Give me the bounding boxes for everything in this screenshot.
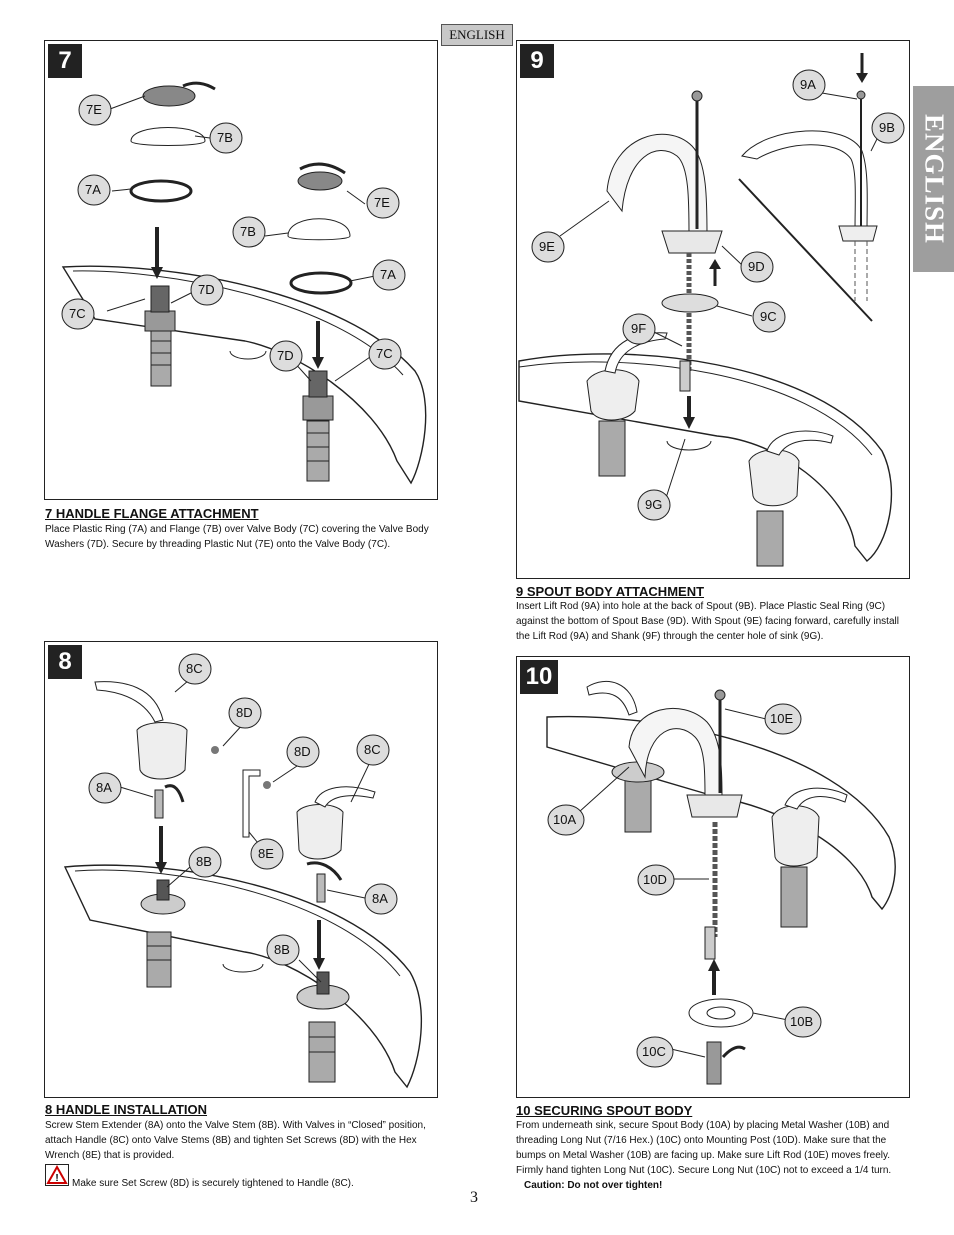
callout-label-7C: 7C bbox=[69, 306, 86, 321]
callout-label-10A: 10A bbox=[553, 812, 577, 827]
side-language-tab-label: ENGLISH bbox=[919, 113, 949, 245]
callout-label-7D: 7D bbox=[198, 282, 215, 297]
step-8-illustration: 8 bbox=[44, 641, 438, 1098]
step-9-illustration: 9 bbox=[516, 40, 910, 579]
callout-10B bbox=[784, 1006, 822, 1038]
callout-label-10B: 10B bbox=[790, 1014, 814, 1029]
callout-label-8B: 8B bbox=[196, 854, 212, 869]
callout-7A-right bbox=[372, 259, 406, 291]
step-10-caution: Caution: Do not over tighten! bbox=[524, 1180, 663, 1191]
callout-8D-right bbox=[286, 736, 320, 768]
callout-7A bbox=[77, 174, 111, 206]
callout-9F bbox=[622, 313, 656, 345]
step-7-drawing bbox=[61, 81, 427, 485]
callout-8B bbox=[188, 846, 222, 878]
step-8-drawing bbox=[63, 674, 423, 1089]
step-10-callouts bbox=[547, 703, 822, 1068]
step-10-drawing bbox=[546, 680, 896, 1085]
step-8-number: 8 bbox=[48, 645, 82, 679]
callout-7E bbox=[78, 94, 112, 126]
step-10-heading: 10 SECURING SPOUT BODY bbox=[516, 1103, 693, 1118]
callout-label-8D-right: 8D bbox=[294, 744, 311, 759]
callout-label-7B-right: 7B bbox=[240, 224, 256, 239]
page-number: 3 bbox=[470, 1189, 478, 1206]
step-8-callouts bbox=[88, 653, 398, 966]
callout-label-8A: 8A bbox=[96, 780, 112, 795]
callout-label-8C-right: 8C bbox=[364, 742, 381, 757]
callout-label-8B-right: 8B bbox=[274, 942, 290, 957]
callout-label-7D-right: 7D bbox=[277, 348, 294, 363]
step-10-number: 10 bbox=[520, 660, 558, 694]
callout-label-7B: 7B bbox=[217, 130, 233, 145]
callout-7B-right bbox=[232, 216, 266, 248]
callout-label-8C: 8C bbox=[186, 661, 203, 676]
callout-9B bbox=[871, 112, 905, 144]
callout-7D-right bbox=[269, 340, 303, 372]
warning-icon: ! bbox=[45, 1164, 69, 1186]
callout-9G bbox=[637, 489, 671, 521]
callout-7E-right bbox=[366, 187, 400, 219]
callout-8D bbox=[228, 697, 262, 729]
step-7-heading: 7 HANDLE FLANGE ATTACHMENT bbox=[45, 506, 259, 521]
callout-label-7A: 7A bbox=[85, 182, 101, 197]
callout-9D bbox=[740, 251, 774, 283]
step-7-illustration: 7 bbox=[44, 40, 438, 500]
callout-10E bbox=[764, 703, 802, 735]
callout-label-10E: 10E bbox=[770, 711, 794, 726]
callout-8A bbox=[88, 772, 122, 804]
step-9-number: 9 bbox=[520, 44, 554, 78]
callout-label-8E: 8E bbox=[258, 846, 274, 861]
callout-label-9F: 9F bbox=[631, 321, 647, 336]
side-language-tab: ENGLISH bbox=[913, 86, 954, 272]
callout-label-9E: 9E bbox=[539, 239, 555, 254]
callout-label-9D: 9D bbox=[748, 259, 765, 274]
callout-label-8D: 8D bbox=[236, 705, 253, 720]
step-8-heading: 8 HANDLE INSTALLATION bbox=[45, 1102, 208, 1117]
language-tag: ENGLISH bbox=[441, 24, 513, 46]
step-9-callouts bbox=[531, 69, 905, 521]
step-9-drawing bbox=[518, 53, 893, 567]
callout-label-9G: 9G bbox=[645, 497, 663, 512]
step-9-text: Insert Lift Rod (9A) into hole at the ba… bbox=[516, 601, 899, 642]
callout-7C-right bbox=[368, 338, 402, 370]
callout-8B-right bbox=[266, 934, 300, 966]
callout-7B bbox=[209, 122, 243, 154]
callout-9A bbox=[792, 69, 826, 101]
callout-label-10D: 10D bbox=[643, 872, 667, 887]
step-7-callouts bbox=[61, 94, 406, 372]
callout-label-9B: 9B bbox=[879, 120, 895, 135]
step-8-warning: Make sure Set Screw (8D) is securely tig… bbox=[72, 1178, 354, 1189]
step-7-number: 7 bbox=[48, 44, 82, 78]
callout-8C bbox=[178, 653, 212, 685]
callout-9C bbox=[752, 301, 786, 333]
svg-text:!: ! bbox=[55, 1173, 58, 1184]
callout-label-7E: 7E bbox=[86, 102, 102, 117]
callout-label-7E-right: 7E bbox=[374, 195, 390, 210]
step-9-heading: 9 SPOUT BODY ATTACHMENT bbox=[516, 584, 705, 599]
callout-8E bbox=[250, 838, 284, 870]
callout-8A-right bbox=[364, 883, 398, 915]
step-8-text: Screw Stem Extender (8A) onto the Valve … bbox=[45, 1120, 426, 1161]
step-10-text: From underneath sink, secure Spout Body … bbox=[516, 1120, 892, 1176]
callout-label-9A: 9A bbox=[800, 77, 816, 92]
callout-9E bbox=[531, 231, 565, 263]
callout-10C bbox=[636, 1036, 674, 1068]
callout-label-10C: 10C bbox=[642, 1044, 666, 1059]
callout-label-9C: 9C bbox=[760, 309, 777, 324]
callout-label-7A-right: 7A bbox=[380, 267, 396, 282]
callout-7D bbox=[190, 274, 224, 306]
callout-7C bbox=[61, 298, 95, 330]
step-10-illustration: 10 bbox=[516, 656, 910, 1098]
callout-label-7C-right: 7C bbox=[376, 346, 393, 361]
callout-10D bbox=[637, 864, 675, 896]
callout-8C-right bbox=[356, 734, 390, 766]
callout-10A bbox=[547, 804, 585, 836]
callout-label-8A-right: 8A bbox=[372, 891, 388, 906]
step-7-text: Place Plastic Ring (7A) and Flange (7B) … bbox=[45, 524, 429, 550]
